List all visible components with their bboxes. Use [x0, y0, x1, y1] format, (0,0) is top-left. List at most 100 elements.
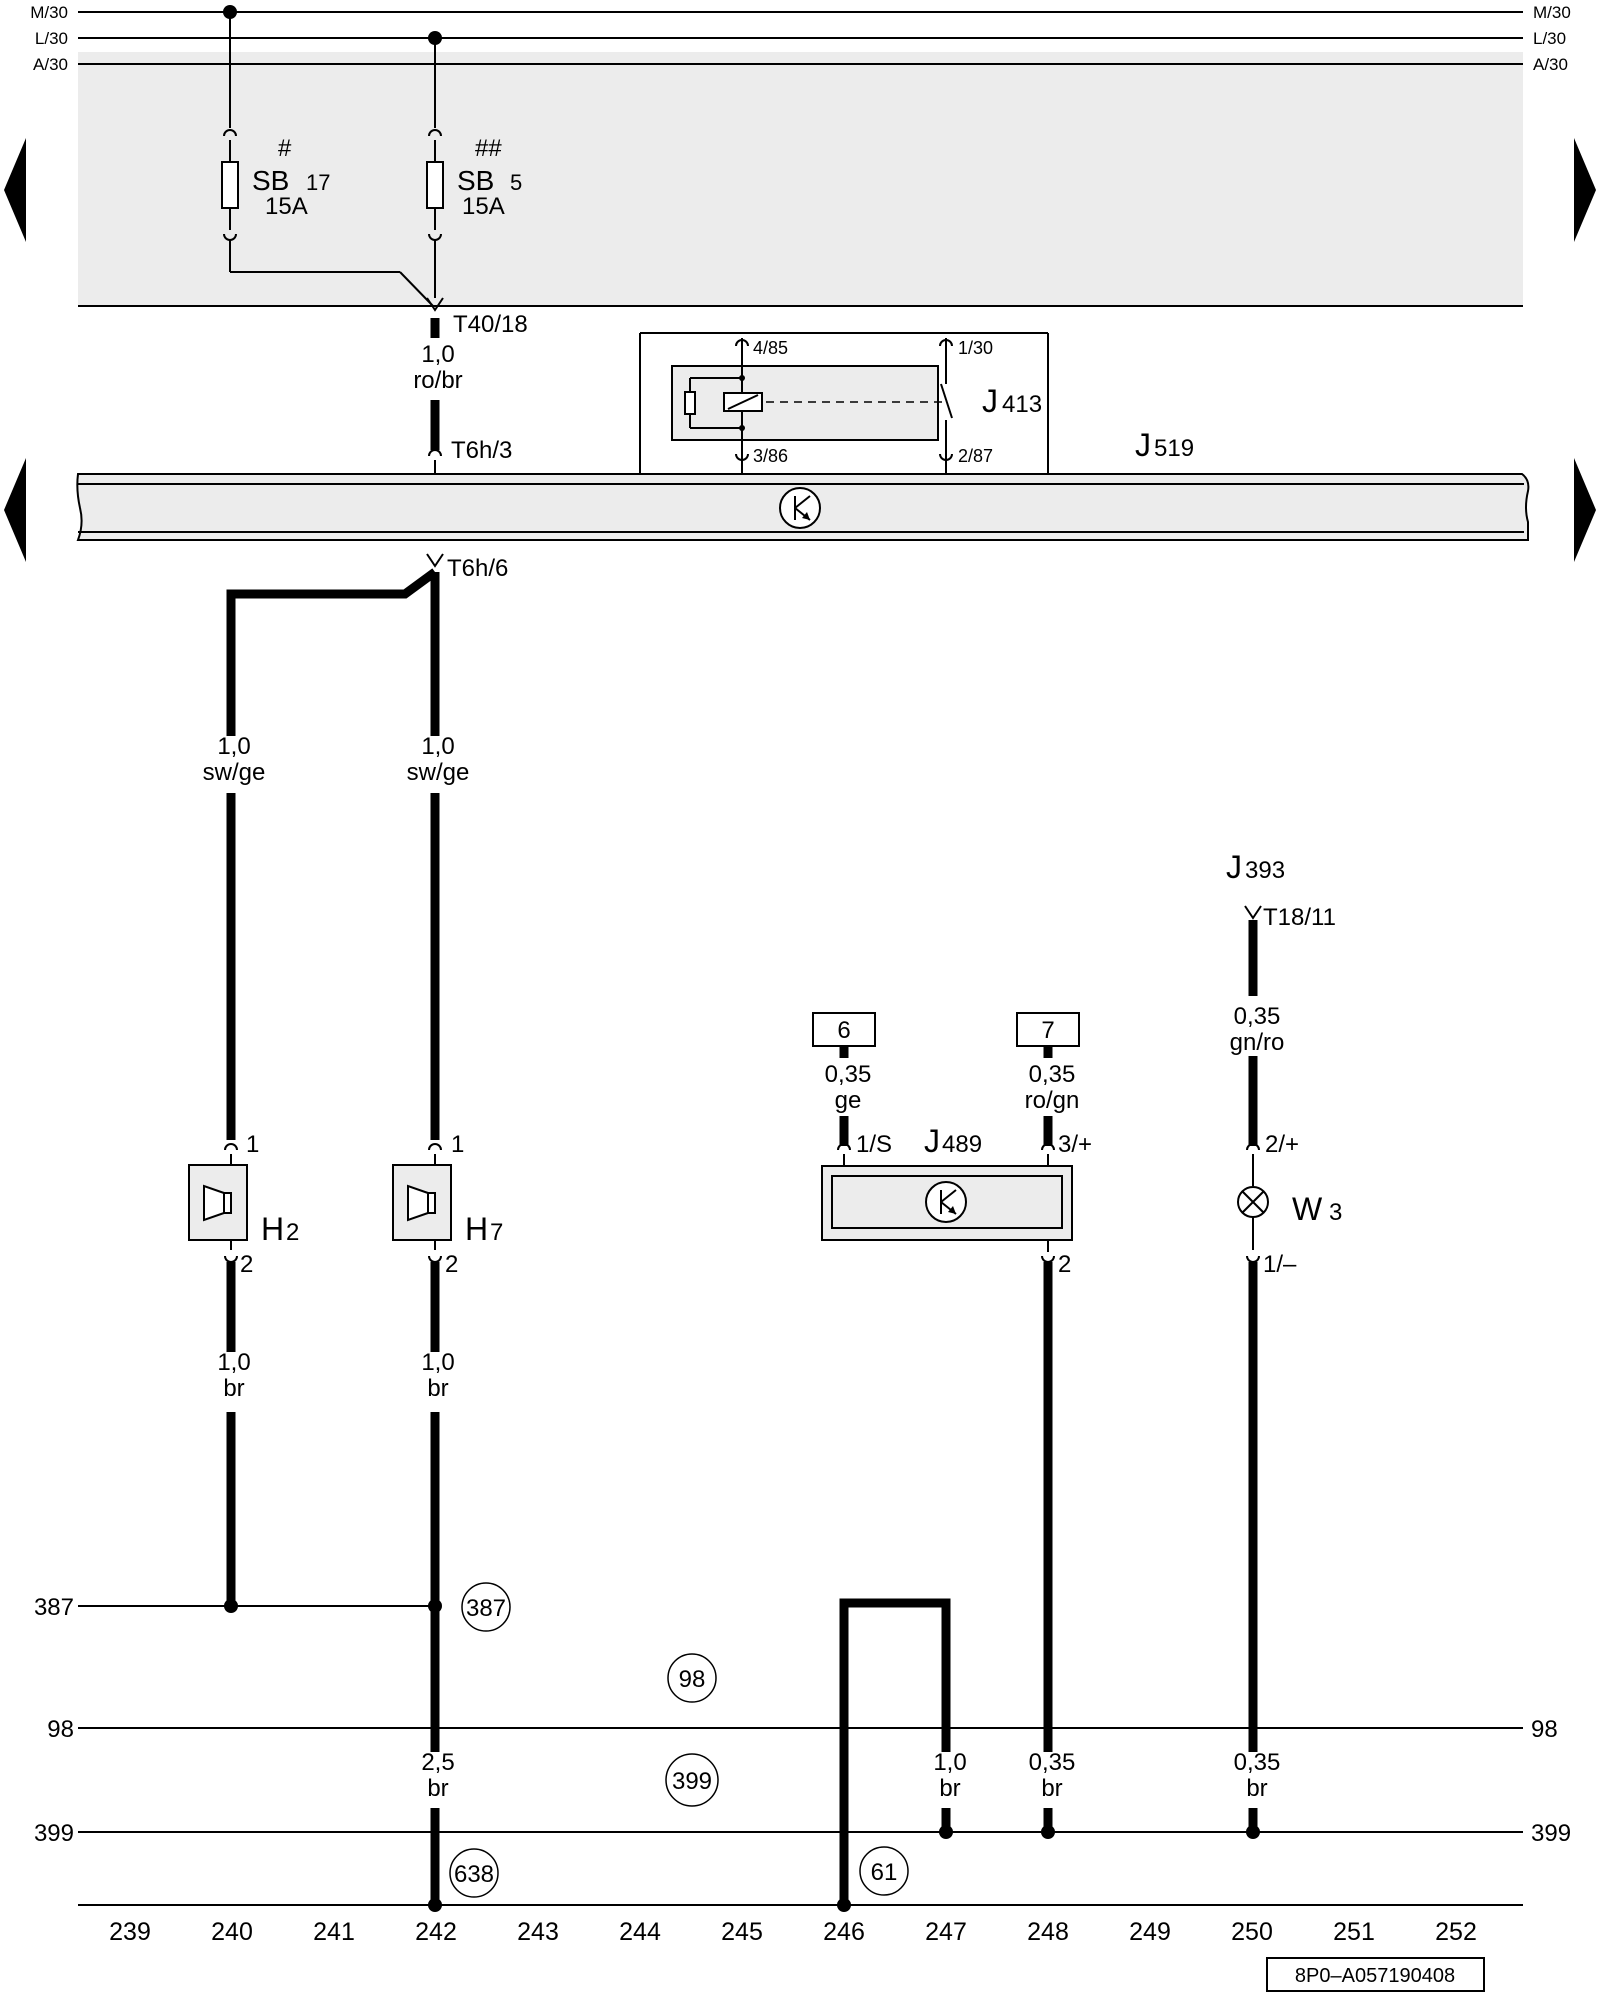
horn-h7-number: 7	[490, 1219, 503, 1246]
next-page-arrow[interactable]	[1574, 138, 1596, 242]
ground-points: 387 98 399 638 61	[449, 1582, 909, 1898]
control-unit-j519: J 519	[76, 427, 1530, 541]
fuse-sb5-mark: ##	[475, 135, 502, 162]
column-number: 240	[211, 1918, 253, 1946]
ground-point-399[interactable]	[665, 1753, 719, 1807]
horn-h2: 1 2 H 2 1,0 br	[188, 1131, 299, 1606]
bus-label-m30-left: M/30	[30, 3, 68, 22]
module-j393-number: 393	[1245, 857, 1285, 884]
ground-point-98[interactable]	[667, 1653, 717, 1703]
wire-color-label: ge	[835, 1087, 862, 1114]
wire-size-label: 1,0	[421, 341, 454, 368]
wire-color-label: gn/ro	[1230, 1029, 1285, 1056]
column-number: 242	[415, 1918, 457, 1946]
ground-point-61[interactable]	[859, 1846, 909, 1896]
module-j489-number: 489	[942, 1131, 982, 1158]
continuation-box-7-label[interactable]: 7	[1041, 1017, 1054, 1044]
wire-color-label: br	[1041, 1775, 1062, 1802]
fuse-body	[426, 161, 444, 209]
column-number: 250	[1231, 1918, 1273, 1946]
wire-color-label: ro/br	[413, 367, 462, 394]
junction-dot	[428, 1599, 442, 1613]
module-j489-pin-ground: 2	[1058, 1251, 1071, 1278]
module-j489-area: 6 7 0,35 ge 0,35 ro/gn 1/S 3/+ J 489 2 0…	[812, 1012, 1092, 1832]
relay-pin-86: 3/86	[753, 446, 788, 466]
module-j489-name: J	[924, 1123, 940, 1159]
relay-j413: 4/85 3/86 1/30 2/87 J 413	[639, 332, 1049, 476]
column-number: 252	[1435, 1918, 1477, 1946]
relay-j413-name: J	[982, 383, 998, 419]
ground-loop-246-247: 1,0 br	[839, 1598, 967, 1905]
relay-resistor	[684, 391, 696, 415]
horn-h7-pin-1: 1	[451, 1131, 464, 1158]
wire-size-label: 1,0	[217, 1349, 250, 1376]
supply-buses: M/30 L/30 A/30 M/30 L/30 A/30	[30, 3, 1571, 74]
column-number: 244	[619, 1918, 661, 1946]
column-number: 247	[925, 1918, 967, 1946]
module-j519-name: J	[1135, 427, 1151, 463]
ground-lines: 387 98 399 98 399	[34, 1594, 1571, 1912]
ground-line-label-right: 399	[1531, 1820, 1571, 1847]
ground-point-399-label[interactable]: 399	[672, 1768, 712, 1795]
column-number: 249	[1129, 1918, 1171, 1946]
ground-point-98-label[interactable]: 98	[679, 1666, 706, 1693]
bus-label-a30-left: A/30	[33, 55, 68, 74]
fuse-sb17-name: SB	[252, 165, 289, 196]
junction-dot	[224, 1599, 238, 1613]
electronic-module-icon	[779, 487, 821, 529]
module-j393-area: J 393 T18/11 0,35 gn/ro 2/+ 1/– W 3 0,35…	[1226, 849, 1342, 1832]
previous-page-arrow-lower[interactable]	[4, 458, 26, 562]
wire-color-label: sw/ge	[407, 759, 470, 786]
wire-size-label: 0,35	[1234, 1003, 1281, 1030]
column-number: 241	[313, 1918, 355, 1946]
module-j393-name: J	[1226, 849, 1242, 885]
ground-point-387[interactable]	[461, 1582, 511, 1632]
horn-h7-pin-2: 2	[445, 1251, 458, 1278]
lamp-w3-pin-top: 2/+	[1265, 1131, 1299, 1158]
connector-t40-18-label: T40/18	[453, 311, 528, 338]
relay-pin-87: 2/87	[958, 446, 993, 466]
wire-size-label: 1,0	[421, 733, 454, 760]
wire-size-label: 0,35	[825, 1061, 872, 1088]
column-number: 246	[823, 1918, 865, 1946]
ground-point-387-label[interactable]: 387	[466, 1595, 506, 1622]
junction-dot	[837, 1898, 851, 1912]
column-number: 248	[1027, 1918, 1069, 1946]
continuation-box-6-label[interactable]: 6	[837, 1017, 850, 1044]
junction-dot	[1041, 1825, 1055, 1839]
next-page-arrow-lower[interactable]	[1574, 458, 1596, 562]
fuse-panel-area	[78, 52, 1523, 306]
wire-color-label: sw/ge	[203, 759, 266, 786]
wire-size-label: 0,35	[1234, 1749, 1281, 1776]
connector-t6h-6-label: T6h/6	[447, 555, 508, 582]
column-number: 251	[1333, 1918, 1375, 1946]
wire-color-label: br	[1246, 1775, 1267, 1802]
horn-h2-pin-1: 1	[246, 1131, 259, 1158]
document-id-box	[1266, 1957, 1485, 1992]
wire-t40-18-to-j519: T40/18 1,0 ro/br T6h/3	[413, 297, 528, 476]
wire-size-label: 1,0	[421, 1349, 454, 1376]
fuse-sb5-name: SB	[457, 165, 494, 196]
fuse-sb5-number: 5	[510, 170, 522, 195]
relay-pin-30: 1/30	[958, 338, 993, 358]
horn-h2-number: 2	[286, 1219, 299, 1246]
ground-point-638[interactable]	[449, 1848, 499, 1898]
junction-dot	[1246, 1825, 1260, 1839]
wire-color-label: br	[427, 1775, 448, 1802]
bus-label-l30-left: L/30	[35, 29, 68, 48]
ground-point-61-label[interactable]: 61	[871, 1859, 898, 1886]
wire-size-label: 2,5	[421, 1749, 454, 1776]
fuse-sb17-number: 17	[306, 170, 330, 195]
fuse-body	[221, 161, 239, 209]
previous-page-arrow[interactable]	[4, 138, 26, 242]
wire-size-label: 0,35	[1029, 1749, 1076, 1776]
continuation-box-6[interactable]	[812, 1012, 876, 1047]
ground-point-638-label[interactable]: 638	[454, 1861, 494, 1888]
horn-h7-name: H	[465, 1211, 488, 1247]
module-j489-pin-s: 1/S	[856, 1131, 892, 1158]
horn-icon	[427, 1192, 436, 1214]
wire-color-label: ro/gn	[1025, 1087, 1080, 1114]
wire-color-label: br	[223, 1375, 244, 1402]
electronic-module-icon	[925, 1181, 967, 1223]
